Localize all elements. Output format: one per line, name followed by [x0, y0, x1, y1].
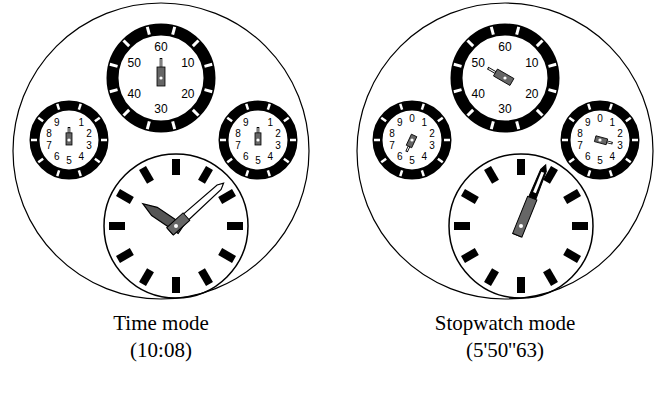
caption-text: (10:08)	[12, 337, 310, 364]
dial-number: 3	[617, 141, 623, 151]
dial-number: 20	[525, 88, 538, 100]
mode-caption: Stopwatch mode(5'50''63)	[356, 310, 654, 364]
sub-dial: 60 10 20 30 40 50	[106, 23, 216, 133]
dial-number: 3	[86, 141, 92, 151]
dial-number: 3	[275, 141, 281, 151]
dial-number: 2	[86, 129, 92, 139]
dial-number: 1	[610, 118, 616, 128]
sub-dial: 12 34567 89	[218, 100, 298, 180]
watch-face: Stopwatch mode(5'50''63)6010203040500123…	[356, 2, 654, 394]
dial-number: 2	[275, 129, 281, 139]
sub-dial-ring	[218, 100, 298, 180]
dial-number: 2	[617, 129, 623, 139]
main-dial	[449, 154, 593, 298]
dial-number: 8	[577, 129, 583, 139]
dial-number: 50	[471, 57, 484, 69]
watch-face: Time mode(10:08)601020304050123456789123…	[12, 2, 310, 394]
dial-number: 5	[66, 156, 72, 166]
dial-number: 8	[235, 129, 241, 139]
dial-number: 6	[243, 152, 249, 162]
sub-dial: 012 34567 89	[560, 100, 640, 180]
dial-number: 30	[498, 103, 511, 115]
sub-dial: 012 34567 89	[372, 100, 452, 180]
dial-number: 6	[397, 152, 403, 162]
dial-number: 60	[154, 41, 167, 53]
dial-number: 9	[54, 118, 60, 128]
dial-number: 5	[597, 156, 603, 166]
dial-number: 4	[422, 152, 428, 162]
dial-number: 4	[79, 152, 85, 162]
dial-number: 10	[525, 57, 538, 69]
dial-number: 7	[235, 141, 241, 151]
dial-number: 50	[127, 57, 140, 69]
dial-number: 9	[585, 118, 591, 128]
dial-number: 2	[429, 129, 435, 139]
dial-number: 1	[79, 118, 85, 128]
dial-number: 7	[577, 141, 583, 151]
dial-number: 8	[389, 129, 395, 139]
dial-number: 4	[610, 152, 616, 162]
caption-text: (5'50''63)	[356, 337, 654, 364]
sub-dial-ring	[106, 23, 216, 133]
dial-number: 6	[54, 152, 60, 162]
dial-number: 5	[409, 156, 415, 166]
dial-number: 20	[181, 88, 194, 100]
dial-number: 0	[597, 114, 603, 124]
dial-number: 9	[397, 118, 403, 128]
dial-number: 4	[268, 152, 274, 162]
dial-number: 3	[429, 141, 435, 151]
caption-text: Time mode	[12, 310, 310, 337]
sub-dial-ring	[450, 23, 560, 133]
dial-number: 10	[181, 57, 194, 69]
dial-number: 7	[389, 141, 395, 151]
dial-number: 5	[255, 156, 261, 166]
dial-number: 40	[471, 88, 484, 100]
sub-dial-ring	[372, 100, 452, 180]
sub-dial: 12 34567 89	[29, 100, 109, 180]
dial-number: 1	[422, 118, 428, 128]
sub-dial-ring	[560, 100, 640, 180]
sub-dial: 60 10 20 30 40 50	[450, 23, 560, 133]
dial-number: 0	[409, 114, 415, 124]
main-dial	[104, 154, 248, 298]
mode-caption: Time mode(10:08)	[12, 310, 310, 364]
caption-text: Stopwatch mode	[356, 310, 654, 337]
dial-number: 40	[127, 88, 140, 100]
sub-dial-ring	[29, 100, 109, 180]
dial-number: 7	[46, 141, 52, 151]
dial-number: 9	[243, 118, 249, 128]
dial-number: 60	[498, 41, 511, 53]
dial-number: 8	[46, 129, 52, 139]
dial-number: 30	[154, 103, 167, 115]
dial-number: 6	[585, 152, 591, 162]
dial-number: 1	[268, 118, 274, 128]
